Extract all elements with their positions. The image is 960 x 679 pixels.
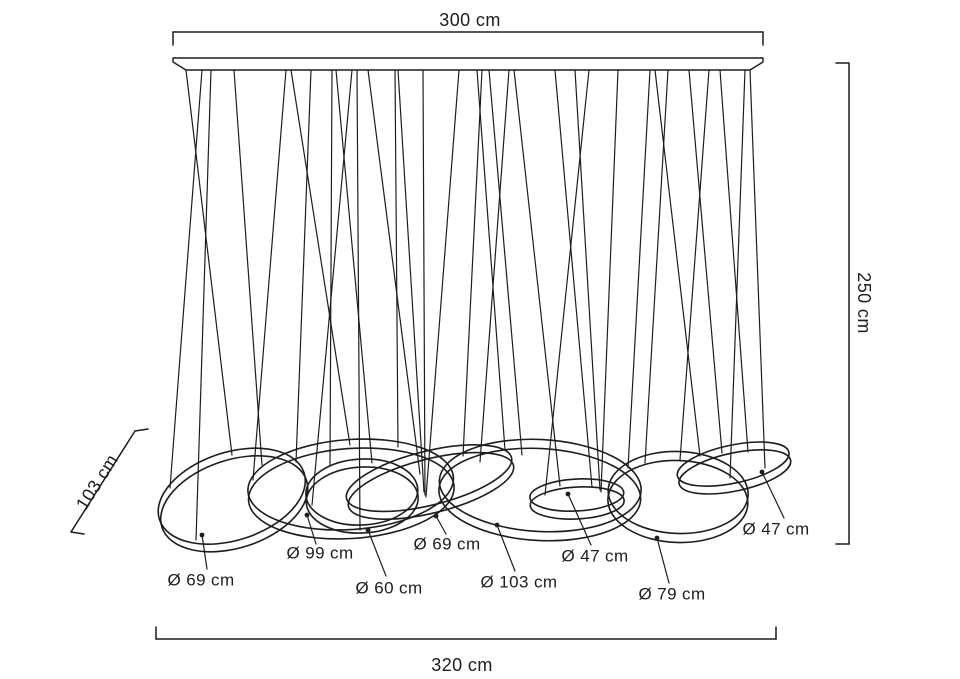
suspension-wire [329,69,333,467]
dim-left-diagonal-line [70,430,136,533]
suspension-wire [544,69,590,496]
suspension-wire [488,69,523,456]
leader-dot-4 [433,513,439,519]
ring-outline-3 [305,458,419,526]
leader-dot-1 [199,532,205,538]
suspension-wire [479,69,510,463]
ring-outline-3 [305,466,419,534]
suspension-wire [356,69,361,531]
ring-outline-7 [607,459,749,544]
suspension-wire [425,69,460,498]
ring-label-1: Ø 69 cm [167,570,235,590]
suspension-wire [169,69,203,489]
suspension-wire [185,69,233,456]
suspension-wire [233,69,263,466]
dim-left-diagonal-line [134,428,149,432]
label-leader-4 [435,515,447,535]
label-leader-5 [496,524,516,572]
ring-label-8: Ø 47 cm [742,519,810,539]
suspension-wire [335,69,373,464]
dim-left-diagonal-line [70,531,85,535]
suspension-wire [729,69,746,479]
dim-bottom-label: 320 cm [431,655,493,675]
ring-label-4: Ø 69 cm [413,534,481,554]
ring-outline-6 [529,486,625,520]
suspension-wire [476,69,506,451]
suspension-wire [462,69,483,457]
ring-outline-5 [438,447,642,542]
suspension-wire [654,69,701,457]
ring-outline-4 [347,451,515,520]
ring-label-7: Ø 79 cm [638,584,706,604]
ring-label-3: Ø 60 cm [355,578,423,598]
ring-outline-8 [676,441,790,487]
ring-outline-8 [678,449,792,495]
suspension-wire [252,69,287,481]
suspension-wire [554,69,593,488]
suspension-wire [394,69,399,448]
suspension-wire [311,69,353,506]
ring-label-2: Ø 99 cm [286,543,354,563]
suspension-wire [600,69,619,493]
label-leader-6 [567,493,592,546]
ring-outline-6 [529,478,625,512]
leader-dot-7 [654,535,660,541]
ring-outline-1 [157,447,307,545]
suspension-wire [397,69,425,493]
suspension-wire [367,69,421,475]
suspension-wire [719,69,749,453]
suspension-wire [574,69,601,491]
ring-outline-2 [247,438,455,531]
suspension-wire [290,69,351,446]
leader-dot-2 [304,512,310,518]
suspension-wire [679,69,710,461]
ring-outline-1 [159,455,309,553]
label-leader-8 [761,471,785,519]
suspension-wire [688,69,723,454]
ceiling-bar [172,57,764,71]
leader-dot-8 [759,469,765,475]
label-leader-7 [656,537,670,584]
label-leader-2 [306,514,317,545]
leader-dot-5 [494,522,500,528]
ring-label-6: Ø 47 cm [561,546,629,566]
dim-right-label: 250 cm [854,272,874,334]
suspension-wire [295,69,312,463]
dim-top-label: 300 cm [439,10,501,30]
ring-outline-2 [247,447,455,540]
ring-outline-7 [607,450,749,535]
ring-outline-5 [438,438,642,533]
suspension-wire [644,69,669,464]
suspension-wire [422,69,426,496]
suspension-wire [749,69,766,469]
suspension-wire [513,69,561,487]
leader-dot-6 [565,491,571,497]
label-leader-3 [367,529,387,577]
ring-outline-4 [345,444,513,513]
leader-dot-3 [365,527,371,533]
label-leader-1 [201,534,208,570]
suspension-wire [627,69,651,469]
ring-label-5: Ø 103 cm [480,572,558,592]
